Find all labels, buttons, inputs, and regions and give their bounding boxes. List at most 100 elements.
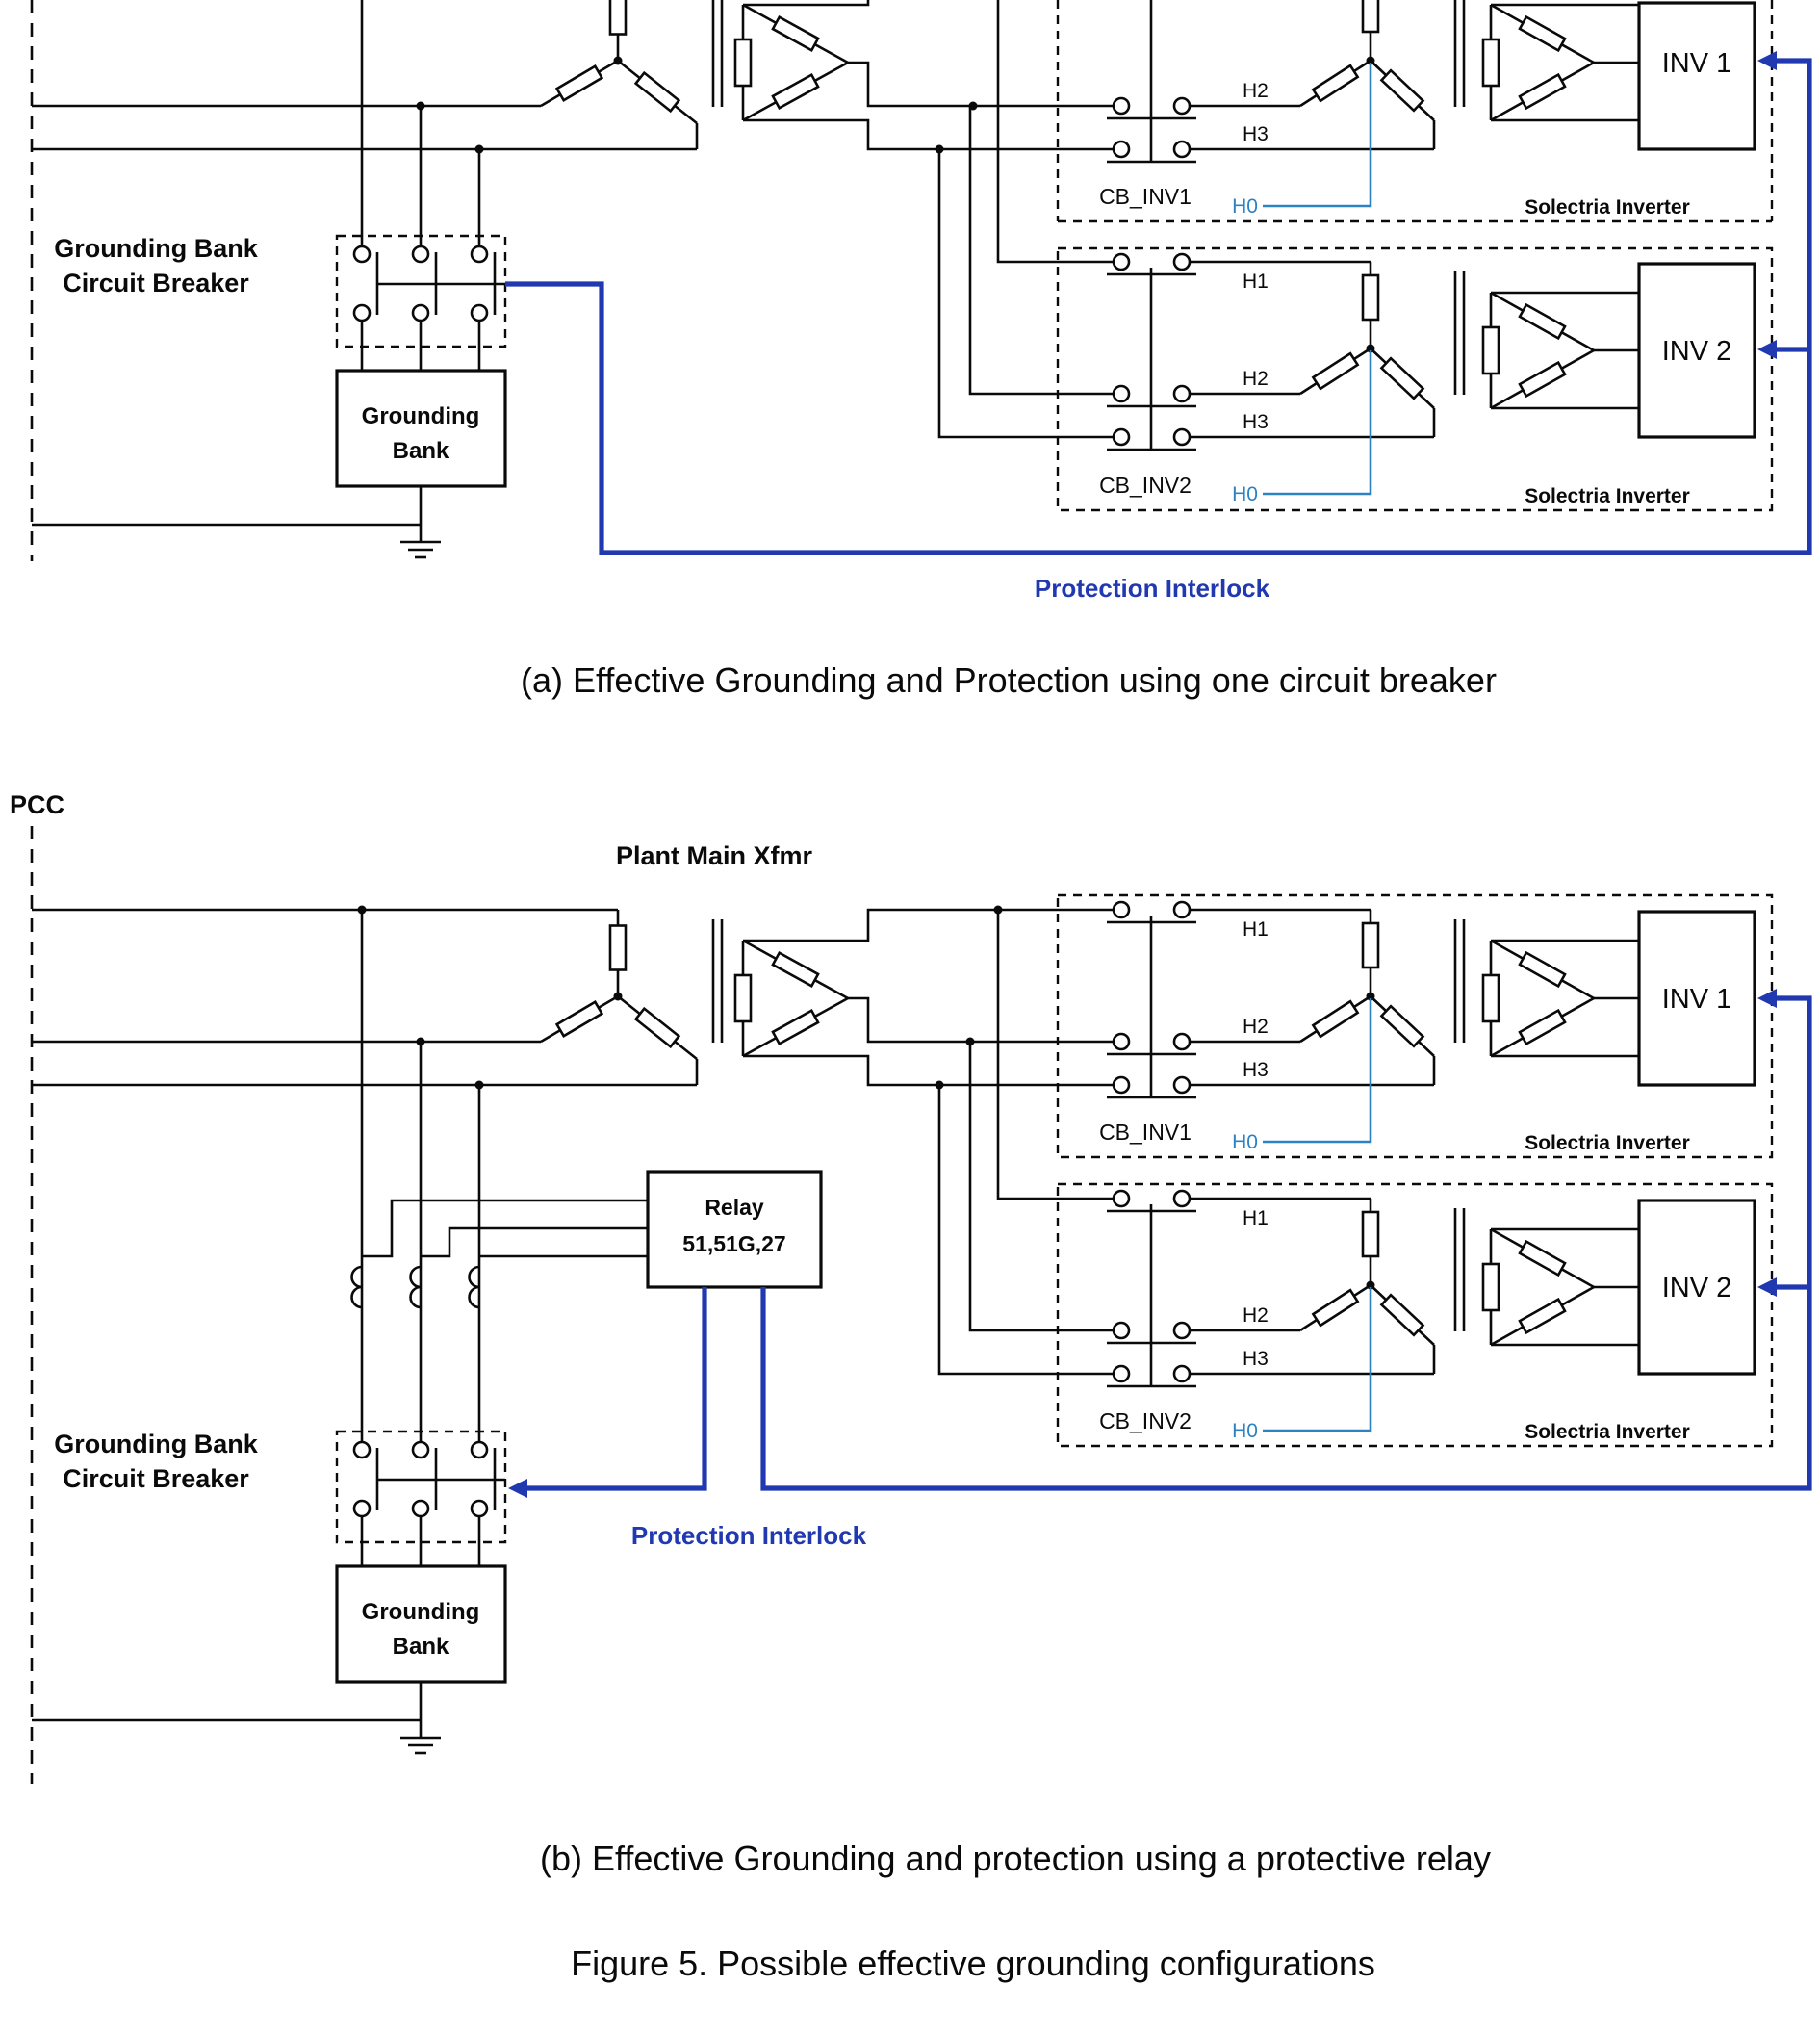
- inverter-label: INV 1: [1662, 984, 1732, 1015]
- h0-label: H0: [1232, 195, 1258, 218]
- plant-main-xfmr-label: Plant Main Xfmr: [616, 841, 813, 870]
- winding-resistor-icon: [554, 1000, 604, 1038]
- protection-interlock-path: [508, 989, 1812, 1498]
- inverter-delta-winding: [1481, 3, 1639, 122]
- inverter-delta-winding: [1481, 1227, 1639, 1347]
- cb-inv2-switch-icon: [1107, 1189, 1196, 1388]
- figure-caption: Figure 5. Possible effective grounding c…: [571, 1944, 1375, 1983]
- winding-resistor-icon: [1379, 68, 1425, 113]
- figure-captions: (a) Effective Grounding and Protection u…: [521, 660, 1497, 1983]
- neutral-node-dot: [1366, 56, 1375, 65]
- junction-dot: [474, 144, 484, 154]
- inverter-box: [1637, 262, 1756, 439]
- h1-label: H1: [1243, 918, 1269, 941]
- h0-neutral-wire: [1263, 63, 1372, 208]
- arrowhead-icon: [1757, 51, 1777, 70]
- grounding-bank-breaker-label: Grounding Bank: [54, 234, 258, 263]
- winding-resistor-icon: [1481, 1262, 1500, 1312]
- grounding-bank-breaker-label: Circuit Breaker: [63, 269, 249, 297]
- neutral-node-dot: [613, 992, 623, 1001]
- grounding-bank-label: Bank: [393, 1634, 449, 1660]
- neutral-node-dot: [1366, 344, 1375, 353]
- relay-setting-label: 51,51G,27: [682, 1231, 785, 1256]
- winding-resistor-icon: [1361, 0, 1380, 34]
- solectria-unit-boundary: [1056, 893, 1774, 1159]
- grounding-bank-label: Grounding: [362, 403, 480, 429]
- h3-label: H3: [1243, 1059, 1269, 1081]
- winding-resistor-icon: [733, 973, 753, 1023]
- winding-resistor-icon: [1518, 360, 1567, 399]
- h0-neutral-wire: [1263, 998, 1372, 1144]
- winding-resistor-icon: [1518, 950, 1567, 989]
- winding-resistor-icon: [771, 951, 820, 988]
- h2-label: H2: [1243, 80, 1269, 102]
- plant-main-transformer: [540, 908, 1114, 1087]
- cb-inv-label: CB_INV1: [1099, 1120, 1192, 1145]
- inverter-box: [1637, 1, 1756, 151]
- relay-box: [646, 1170, 823, 1289]
- winding-resistor-icon: [554, 64, 604, 102]
- h0-neutral-wire: [1263, 1287, 1372, 1432]
- inverter-delta-winding: [1481, 291, 1639, 410]
- winding-resistor-icon: [608, 0, 628, 36]
- solectria-inverter-label: Solectria Inverter: [1525, 485, 1690, 507]
- h1-label: H1: [1243, 271, 1269, 293]
- grounding-bank-box: [335, 369, 507, 488]
- solectria-inverter-label: Solectria Inverter: [1525, 196, 1690, 219]
- neutral-node-dot: [613, 56, 623, 65]
- inverter-label: INV 1: [1662, 48, 1732, 79]
- cb-inv2-switch-icon: [1107, 252, 1196, 451]
- solectria-inverter-label: Solectria Inverter: [1525, 1132, 1690, 1154]
- caption-a: (a) Effective Grounding and Protection u…: [521, 660, 1497, 700]
- winding-resistor-icon: [1481, 325, 1500, 375]
- winding-resistor-icon: [1361, 1210, 1380, 1258]
- protection-interlock-label: Protection Interlock: [1035, 574, 1270, 603]
- protection-interlock-label: Protection Interlock: [631, 1521, 867, 1550]
- winding-resistor-icon: [1518, 1297, 1567, 1335]
- inverter-label: INV 2: [1662, 336, 1732, 367]
- h2-label: H2: [1243, 368, 1269, 390]
- winding-resistor-icon: [1481, 973, 1500, 1023]
- grounding-bank-label: Bank: [393, 438, 449, 464]
- junction-dot: [416, 101, 425, 111]
- junction-dot: [416, 1037, 425, 1046]
- h0-label: H0: [1232, 1420, 1258, 1442]
- winding-resistor-icon: [1361, 921, 1380, 969]
- cb-inv-label: CB_INV2: [1099, 1408, 1192, 1433]
- inverter-wye-winding: [1190, 0, 1436, 151]
- neutral-node-dot: [1366, 992, 1375, 1001]
- winding-resistor-icon: [771, 73, 820, 110]
- winding-resistor-icon: [633, 70, 681, 114]
- winding-resistor-icon: [633, 1006, 681, 1049]
- solectria-unit-boundary: [1056, 1182, 1774, 1448]
- h3-label: H3: [1243, 123, 1269, 145]
- winding-resistor-icon: [1361, 273, 1380, 322]
- winding-resistor-icon: [1518, 14, 1567, 53]
- h0-neutral-wire: [1263, 350, 1372, 496]
- cb-inv1-switch-icon: [1107, 0, 1196, 164]
- winding-resistor-icon: [771, 1009, 820, 1045]
- solectria-unit-boundary: [1056, 246, 1774, 512]
- winding-resistor-icon: [1518, 302, 1567, 341]
- grounding-bank-breaker-label: Circuit Breaker: [63, 1464, 249, 1493]
- inverter-box: [1637, 1199, 1756, 1376]
- arrowhead-icon: [1757, 989, 1777, 1008]
- grounding-bank-label: Grounding: [362, 1599, 480, 1625]
- h2-label: H2: [1243, 1304, 1269, 1327]
- grounding-bank-breaker-label: Grounding Bank: [54, 1430, 258, 1458]
- grounding-bank-breaker-box: [335, 234, 507, 348]
- arrowhead-icon: [508, 1479, 527, 1498]
- grounding-bank-breaker-box: [335, 1430, 507, 1544]
- winding-resistor-icon: [1311, 351, 1360, 391]
- winding-resistor-icon: [1518, 1008, 1567, 1046]
- current-transformer-icon: [468, 1265, 480, 1309]
- inverter-wye-winding: [1190, 908, 1436, 1087]
- h2-label: H2: [1243, 1016, 1269, 1038]
